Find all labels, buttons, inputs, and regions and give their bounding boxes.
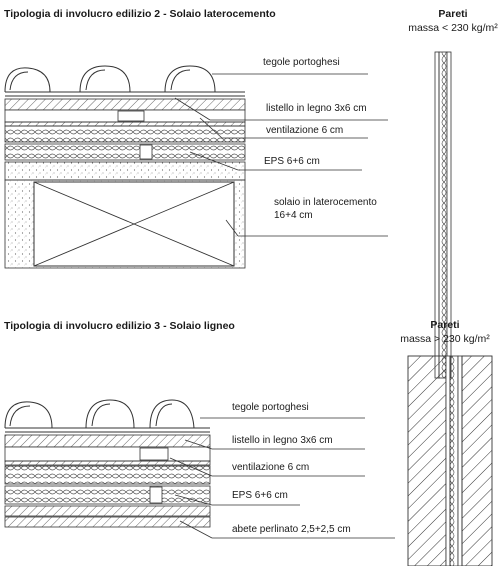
walls-2-mass: massa > 230 kg/m² [400,333,490,345]
roof-section-1 [4,65,388,269]
section-2-title: Tipologia di involucro edilizio 3 - Sola… [4,320,235,332]
wall-section-2 [407,355,493,566]
walls-2-title: Pareti [430,319,460,331]
layer-label-batten-1: listello in legno 3x6 cm [266,103,367,114]
layer-label-tiles-1: tegole portoghesi [263,57,340,68]
section-1-title: Tipologia di involucro edilizio 2 - Sola… [4,8,276,20]
layer-label-eps-2: EPS 6+6 cm [232,490,288,501]
layer-label-wood-2: abete perlinato 2,5+2,5 cm [232,524,351,535]
layer-label-ventilation-1: ventilazione 6 cm [266,125,344,136]
layer-label-ventilation-2: ventilazione 6 cm [232,462,310,473]
layer-label-slab-1-thickness: 16+4 cm [274,210,313,221]
layer-label-eps-1: EPS 6+6 cm [264,156,320,167]
walls-1-mass: massa < 230 kg/m² [408,22,498,34]
roof-section-2 [4,399,395,539]
walls-1-title: Pareti [438,8,468,20]
layer-label-batten-2: listello in legno 3x6 cm [232,435,333,446]
layer-label-tiles-2: tegole portoghesi [232,402,309,413]
layer-label-slab-1: solaio in laterocemento [274,197,377,208]
